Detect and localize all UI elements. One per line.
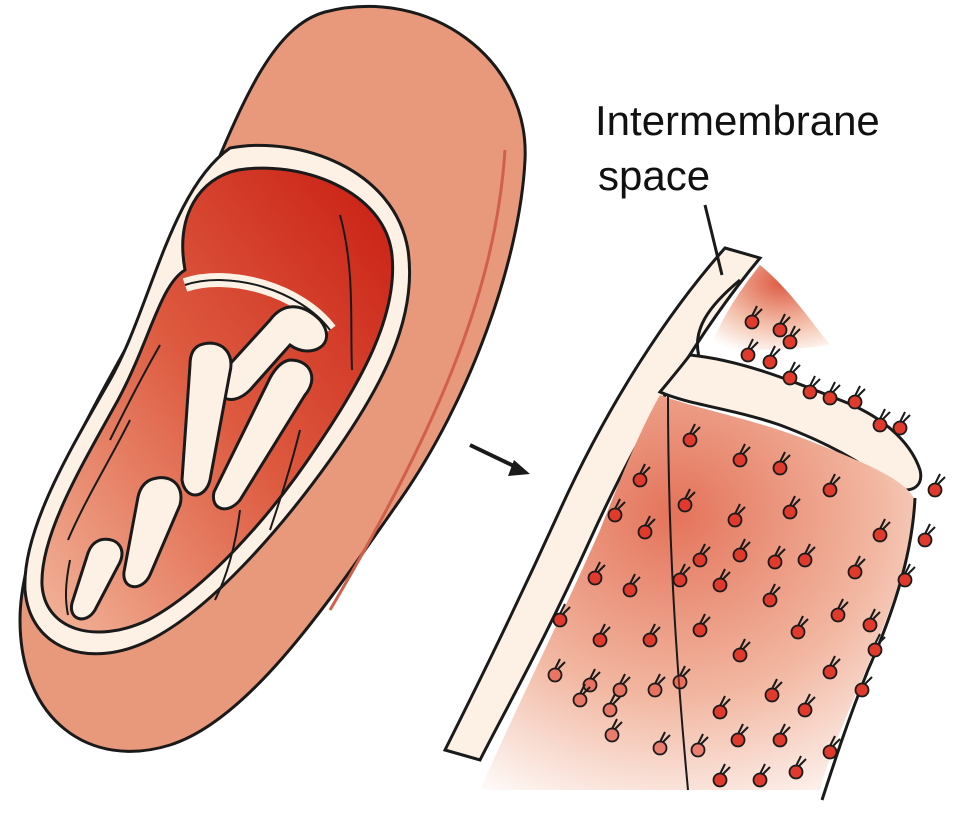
mitochondrion-cutaway: [20, 6, 525, 751]
atp-synthase-particle-icon: [784, 362, 801, 385]
label-line-2: space: [598, 152, 710, 199]
atp-synthase-particle-icon: [929, 474, 946, 497]
atp-synthase-particle-icon: [849, 386, 866, 409]
arrow-right-icon: [470, 445, 530, 476]
atp-synthase-particle-icon: [919, 524, 936, 547]
label-line-1: Intermembrane: [595, 97, 880, 144]
intermembrane-space-label: Intermembrane space: [595, 97, 880, 199]
atp-synthase-particle-icon: [894, 412, 911, 435]
